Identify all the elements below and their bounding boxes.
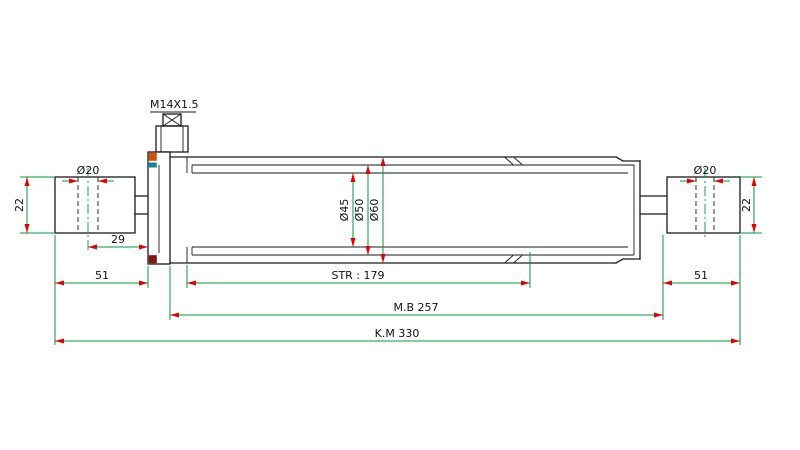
right-mount-eye (666, 168, 741, 240)
weld-hatch (504, 255, 514, 263)
gland-seal-bottom (148, 255, 157, 264)
dim-km-330: K.M 330 (55, 327, 740, 344)
cylinder-gland (147, 151, 171, 265)
left-eye-width-label: 22 (13, 198, 26, 212)
left-mount-eye (54, 168, 149, 252)
dia-60-label: Ø60 (368, 199, 381, 222)
dim-right-eye-hole: Ø20 (680, 164, 730, 184)
dim-51-left-label: 51 (95, 269, 109, 282)
cylinder-tube (169, 156, 641, 264)
right-eye-width-label: 22 (740, 198, 753, 212)
dim-bore-45: Ø45 (338, 173, 356, 247)
dim-bore-50: Ø50 (353, 165, 371, 255)
gland-seal-top (148, 152, 157, 161)
dim-29-label: 29 (111, 233, 125, 246)
weld-hatch (513, 157, 523, 165)
oil-port (150, 111, 196, 153)
left-eye-hole-label: Ø20 (77, 164, 100, 177)
dim-km-label: K.M 330 (375, 327, 420, 340)
dim-stroke: STR : 179 (186, 252, 531, 288)
dia-50-label: Ø50 (353, 199, 366, 222)
dim-left-eye-hole: Ø20 (62, 164, 114, 184)
weld-hatch (513, 255, 523, 263)
stroke-label: STR : 179 (331, 269, 384, 282)
dim-51-right: 51 (662, 235, 741, 345)
dia-45-label: Ø45 (338, 199, 351, 222)
piston-rod (639, 195, 668, 215)
dim-right-eye-width: 22 (740, 176, 762, 234)
dim-51-left: 51 (54, 235, 149, 345)
right-eye-hole-label: Ø20 (694, 164, 717, 177)
dim-51-right-label: 51 (694, 269, 708, 282)
dim-mb-label: M.B 257 (393, 301, 438, 314)
dim-mb-257: M.B 257 (169, 266, 663, 320)
port-thread-label: M14X1.5 (150, 98, 199, 111)
dim-bore-60: Ø60 (368, 157, 386, 263)
weld-hatch (504, 157, 514, 165)
dim-left-eye-width: 22 (13, 176, 55, 234)
dim-port-thread: M14X1.5 (150, 98, 199, 111)
dim-29: 29 (88, 233, 148, 250)
gland-wiper-seal (148, 162, 157, 168)
